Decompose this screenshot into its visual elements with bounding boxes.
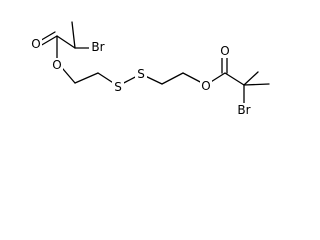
bond-ch2-to-ch2-left [74, 72, 99, 84]
atom-bg-s-right [135, 67, 147, 81]
bond-ch2-to-ch2-right [161, 72, 184, 85]
atom-labels: O Br O S S O O Br [30, 37, 253, 117]
bond-carbonyl-double-a [39, 35, 58, 47]
atom-bg-br-right [235, 103, 253, 117]
atom-o-ester-left: O [52, 58, 61, 72]
atom-o-carbonyl-left: O [31, 37, 40, 51]
atom-bg-s-left [112, 80, 124, 94]
bond-carbonyl-c-to-quaternary-c [56, 35, 76, 49]
atom-s-left: S [114, 80, 122, 94]
atom-s-right: S [137, 67, 145, 81]
atom-br-right: Br [237, 103, 250, 117]
atom-bg-o-ester-left [51, 58, 63, 72]
atom-bg-o-carbonyl-right [219, 44, 231, 58]
bonds [37, 21, 270, 107]
atom-bg-o-carbonyl-left [30, 37, 42, 51]
bond-quaternary-c-to-methyl-right-a [243, 83, 270, 86]
atom-br-left: Br [91, 40, 104, 54]
bond-quaternary-c-to-methyl [71, 21, 76, 49]
atom-bg-o-ester-right [200, 79, 212, 93]
atom-o-carbonyl-right: O [220, 44, 229, 58]
atom-o-ester-right: O [201, 79, 210, 93]
bond-quaternary-c-to-methyl-right-b [243, 71, 259, 86]
bond-carbonyl-c-to-quaternary-c-right [224, 72, 245, 86]
chemical-structure-diagram: O Br O S S O O Br [30, 21, 270, 117]
atom-bg-br-left [89, 40, 107, 54]
